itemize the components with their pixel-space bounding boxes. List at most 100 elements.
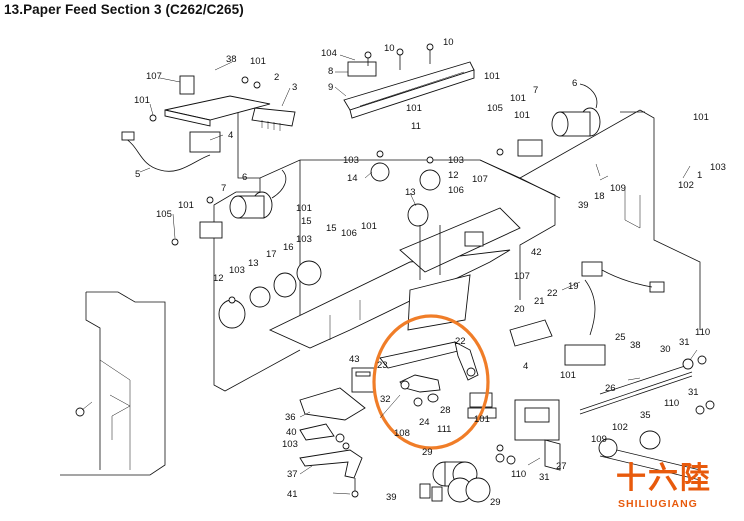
callout-label: 110 [695, 327, 710, 338]
callout-label: 2 [274, 72, 279, 83]
callout-label: 19 [568, 281, 579, 292]
callout-label: 103 [710, 162, 726, 173]
callout-label: 43 [349, 354, 360, 365]
callout-label: 8 [328, 66, 333, 77]
callout-label: 103 [282, 439, 298, 450]
callout-label: 15 [326, 223, 337, 234]
callout-label: 40 [286, 427, 297, 438]
callout-label: 38 [226, 54, 237, 65]
callout-label: 13 [248, 258, 259, 269]
callout-label: 4 [228, 130, 233, 141]
callout-label: 106 [341, 228, 357, 239]
callout-label: 111 [437, 424, 451, 435]
callout-label: 23 [377, 360, 388, 371]
callout-label: 35 [640, 410, 651, 421]
callout-label: 102 [678, 180, 694, 191]
callout-label: 31 [679, 337, 690, 348]
callout-label: 38 [630, 340, 641, 351]
callout-label: 3 [292, 82, 297, 93]
callout-label: 10 [384, 43, 395, 54]
callout-label: 13 [405, 187, 416, 198]
rail-assembly [343, 43, 475, 119]
callout-label: 32 [380, 394, 391, 405]
callout-label: 27 [556, 461, 567, 472]
callout-label: 101 [484, 71, 500, 82]
callout-label: 11 [411, 121, 421, 132]
callout-label: 22 [455, 336, 466, 347]
callout-label: 25 [615, 332, 626, 343]
callout-label: 39 [386, 492, 397, 503]
callout-label: 4 [523, 361, 528, 372]
callout-label: 103 [343, 155, 359, 166]
callout-label: 31 [688, 387, 699, 398]
highlight-circle [372, 314, 490, 450]
callout-label: 5 [135, 169, 140, 180]
callout-label: 36 [285, 412, 296, 423]
callout-label: 107 [514, 271, 530, 282]
watermark-chinese: 十六陸 [616, 461, 712, 496]
callout-label: 107 [472, 174, 488, 185]
watermark-english: SHILIUGIANG [618, 498, 698, 510]
callout-label: 18 [594, 191, 605, 202]
callout-label: 39 [578, 200, 589, 211]
callout-label: 101 [514, 110, 530, 121]
callout-label: 110 [511, 469, 526, 480]
callout-label: 10 [443, 37, 454, 48]
callout-label: 31 [539, 472, 550, 483]
callout-label: 42 [531, 247, 542, 258]
callout-label: 104 [321, 48, 337, 59]
motor-left [171, 169, 287, 246]
callout-label: 101 [296, 203, 312, 214]
top-left-bracket [121, 75, 296, 172]
callout-label: 102 [612, 422, 628, 433]
page-title: 13.Paper Feed Section 3 (C262/C265) [4, 2, 244, 17]
callout-label: 29 [490, 497, 501, 508]
gear-cluster-center [370, 150, 441, 227]
callout-label: 109 [610, 183, 626, 194]
motor-right [496, 83, 601, 157]
callout-label: 21 [534, 296, 545, 307]
callout-label: 22 [547, 288, 558, 299]
lower-right-rollers [509, 261, 715, 481]
callout-label: 28 [440, 405, 451, 416]
callout-label: 108 [394, 428, 410, 439]
callout-label: 6 [572, 78, 577, 89]
callout-label: 7 [221, 183, 226, 194]
callout-label: 101 [250, 56, 266, 67]
callout-label: 103 [296, 234, 312, 245]
callout-label: 110 [664, 398, 679, 409]
callout-label: 9 [328, 82, 333, 93]
callout-label: 12 [448, 170, 459, 181]
leader-lines [81, 54, 698, 495]
callout-label: 101 [693, 112, 709, 123]
callout-label: 29 [422, 447, 433, 458]
callout-label: 101 [134, 95, 150, 106]
callout-label: 17 [266, 249, 277, 260]
callout-label: 1 [697, 170, 702, 181]
callout-label: 37 [287, 469, 298, 480]
callout-label: 26 [605, 383, 616, 394]
callout-label: 30 [660, 344, 671, 355]
callout-label: 6 [242, 172, 247, 183]
callout-labels: 104 10 10 8 9 101 107 38 101 2 3 101 4 5… [134, 37, 726, 508]
lower-left-lever [299, 387, 366, 498]
callout-label: 101 [406, 103, 422, 114]
callout-label: 109 [591, 434, 607, 445]
shiliuqiang-watermark-logo: 十六陸 SHILIUGIANG [616, 461, 712, 510]
callout-label: 20 [514, 304, 525, 315]
callout-label: 24 [419, 417, 430, 428]
callout-label: 101 [361, 221, 377, 232]
callout-label: 107 [146, 71, 162, 82]
callout-label: 101 [560, 370, 576, 381]
callout-label: 101 [178, 200, 194, 211]
highlighted-lever-assembly [351, 314, 497, 450]
callout-label: 101 [474, 414, 490, 425]
callout-label: 105 [487, 103, 503, 114]
callout-label: 103 [229, 265, 245, 276]
main-frame [213, 109, 701, 392]
callout-label: 105 [156, 209, 172, 220]
callout-label: 14 [347, 173, 358, 184]
center-plate [268, 207, 521, 349]
